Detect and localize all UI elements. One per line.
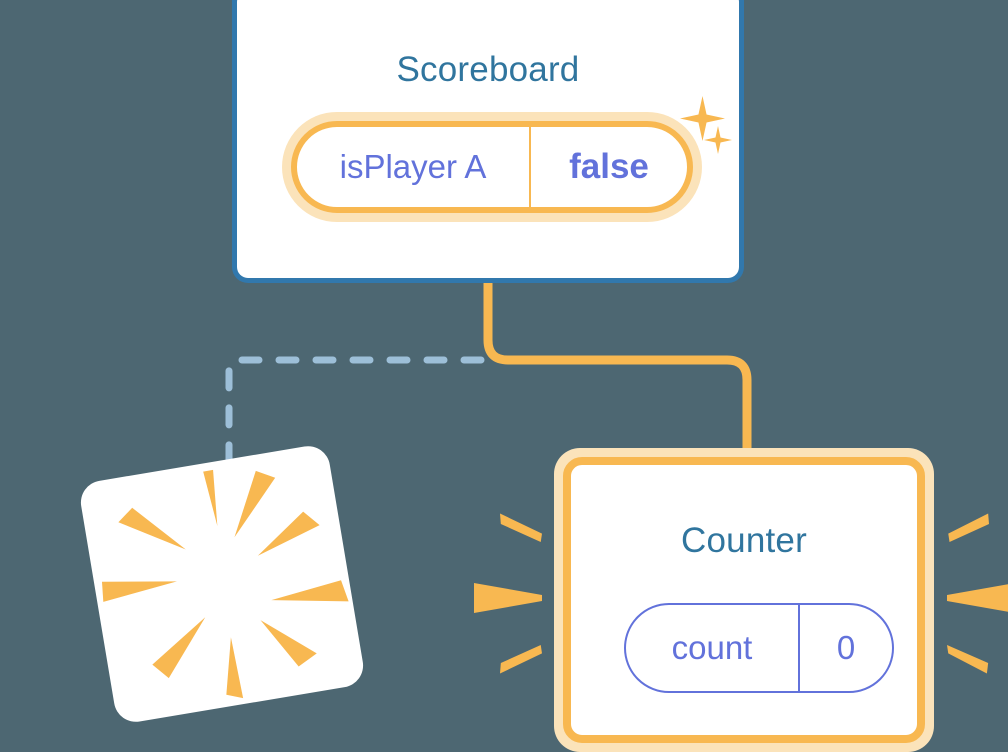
component-box-counter[interactable]: Counter count 0 [554, 448, 934, 752]
state-value-label: false [569, 147, 649, 186]
connector-dashed-scoreboard-to-unmounting-card [225, 356, 485, 472]
component-box-inner: Counter count 0 [563, 457, 925, 743]
state-capsule-counter[interactable]: count 0 [624, 603, 894, 693]
burst-rays-icon [101, 469, 349, 699]
component-title-scoreboard: Scoreboard [396, 50, 580, 89]
state-capsule-scoreboard[interactable]: isPlayer A false [282, 112, 702, 222]
state-value-label: 0 [836, 629, 856, 666]
state-capsule-inner: isPlayer A false [291, 121, 693, 213]
connector-solid-scoreboard-to-counter [483, 278, 752, 457]
component-title-counter: Counter [681, 521, 807, 560]
state-key-label: count [626, 605, 800, 691]
unmounting-card[interactable] [77, 442, 367, 726]
component-box-scoreboard[interactable]: Scoreboard isPlayer A false [232, 0, 744, 283]
state-key-label: isPlayer A [297, 127, 531, 207]
